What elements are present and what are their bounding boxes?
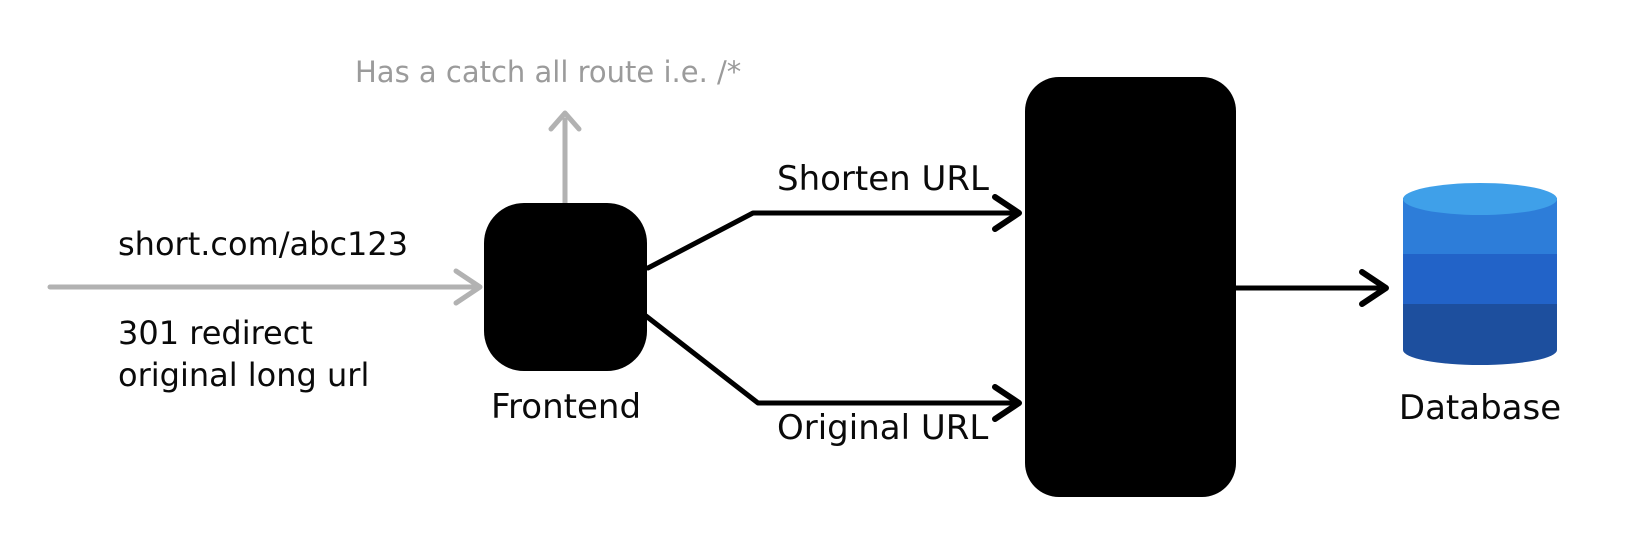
database-label: Database (1398, 388, 1562, 428)
request-note-line2: original long url (118, 356, 370, 394)
database-middle-band (1403, 252, 1557, 304)
catch-all-arrow (548, 110, 582, 206)
frontend-label: Frontend (490, 387, 642, 427)
catch-all-note: Has a catch all route i.e. /* (355, 55, 742, 89)
database-icon (1403, 183, 1557, 365)
database-top-ellipse (1403, 183, 1557, 215)
database-arrow (1233, 269, 1389, 307)
database-lower-band (1403, 303, 1557, 365)
request-arrow (47, 268, 483, 306)
request-url-label: short.com/abc123 (118, 225, 409, 263)
request-note-line1: 301 redirect (118, 314, 313, 352)
original-url-label: Original URL (777, 408, 989, 448)
original-url-arrow (643, 313, 1022, 422)
frontend-node (484, 203, 647, 371)
request-note: 301 redirect original long url (118, 312, 369, 396)
backend-node (1025, 77, 1236, 497)
shorten-url-label: Shorten URL (777, 159, 989, 199)
shorten-url-arrow (645, 194, 1022, 271)
